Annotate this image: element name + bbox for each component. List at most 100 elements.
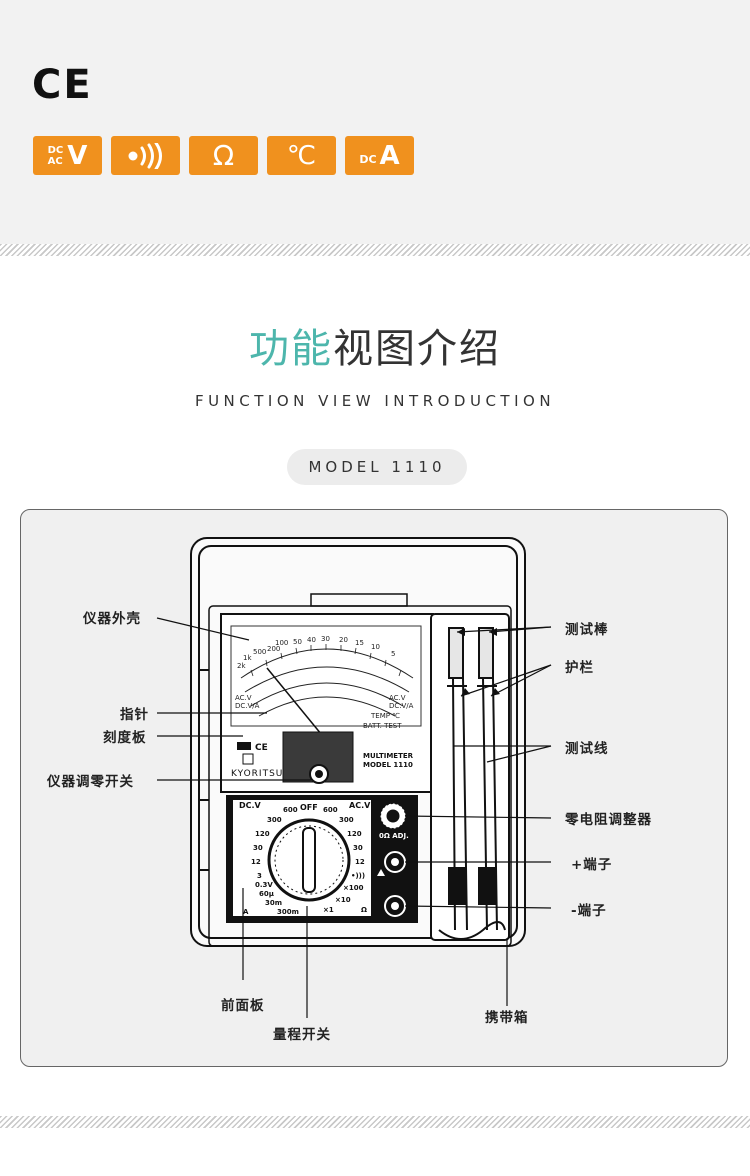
zero-ohm-label: 0Ω ADJ. [379,832,409,840]
ce-small-mark: CE [255,743,268,753]
range-left-60u: 60μ [259,890,274,898]
callout-test-lead: 测试线 [565,741,609,757]
scale-label-200: 200 [267,645,280,653]
kyoritsu-logo-icon [242,753,254,765]
callout-zero-adjust: 仪器调零开关 [47,774,134,790]
continuity-badge [111,136,180,175]
callout-front-panel: 前面板 [221,998,265,1014]
range-right-300: 300 [339,816,354,824]
scale-label-40: 40 [307,636,316,644]
range-left-3: 3 [257,872,262,880]
scale-label-2k: 2k [237,662,246,670]
zero-ohm-knob-center [385,808,401,824]
ac-text: AC [47,155,63,167]
range-right-30: 30 [353,844,363,852]
continuity-icon [128,142,162,169]
title-rest: 视图介绍 [333,326,501,372]
resistance-badge: Ω [189,136,258,175]
dca-label: A [243,908,249,916]
scale-label-500: 500 [253,648,266,656]
temperature-badge: ℃ [267,136,336,175]
zero-adjust-screw-center [315,770,323,778]
section-title: 功能视图介绍 [0,316,750,374]
off-label: OFF [300,803,318,812]
diagram-panel: 50 40 30 20 15 10 5 2k 1k 500 200 100 AC… [20,509,728,1067]
temp-scale-label: TEMP ℃ [370,712,400,720]
callout-minus-terminal: -端子 [571,903,607,919]
brand-name: KYORITSU [231,769,283,779]
scale-label-5: 5 [391,650,395,658]
acv-scale-label-right: AC.V [389,694,406,702]
function-badges: DC AC V Ω ℃ DC A [33,136,414,175]
scale-label-15: 15 [355,639,364,647]
range-left-30: 30 [253,844,263,852]
range-right-120: 120 [347,830,362,838]
callout-pointer: 指针 [120,707,149,723]
callout-carry-case: 携带箱 [485,1010,529,1026]
multimeter-diagram: 50 40 30 20 15 10 5 2k 1k 500 200 100 AC… [190,537,526,947]
left-range-labels: 600 300 120 30 12 3 0.3V 60μ 30m 300m A [243,806,299,916]
hatch-divider-bottom [0,1116,750,1128]
range-right-x10: ×10 [335,896,351,904]
model-pill: MODEL 1110 [287,449,467,485]
ampere-symbol: A [379,140,400,171]
range-left-300m: 300m [277,908,299,916]
dcac-subscript: DC AC [48,145,64,167]
scale-label-10: 10 [371,643,380,651]
model-name-line1: MULTIMETER [363,752,414,760]
dc-current-badge: DC A [345,136,414,175]
callout-case: 仪器外壳 [83,611,141,627]
range-right-continuity: •))) [351,872,365,880]
callout-zero-ohm: 零电阻调整器 [565,812,652,828]
hatch-divider-top [0,244,750,256]
celsius-symbol: ℃ [286,140,317,171]
callout-scale-plate: 刻度板 [103,730,147,746]
scale-label-1k: 1k [243,654,252,662]
callout-test-probe: 测试棒 [565,622,609,638]
scale-label-20: 20 [339,636,348,644]
dc-text: DC [47,144,64,156]
range-left-30m: 30m [265,899,282,907]
minus-terminal-hole [391,902,399,910]
scale-label-30: 30 [321,635,330,643]
range-right-600: 600 [323,806,338,814]
scale-label-100: 100 [275,639,288,647]
warning-triangle-icon [377,869,385,876]
right-range-labels: 600 300 120 30 12 •))) ×100 ×10 ×1 Ω [323,806,367,914]
dial-knob [302,827,316,893]
batt-test-label: BATT. TEST [363,722,402,730]
certification-banner: CE DC AC V Ω ℃ DC A [0,0,750,244]
meter-pointer [266,667,327,741]
acv-label: AC.V [349,801,371,810]
plus-terminal-hole [391,858,399,866]
scale-plate-illustration [230,625,422,727]
range-right-12: 12 [355,858,365,866]
callout-plus-terminal: +端子 [571,857,613,873]
ohm-symbol: Ω [212,139,235,172]
dcva-scale-label-left: DC.V/A [235,702,260,710]
dc-text: DC [359,153,377,166]
range-left-0-3v: 0.3V [255,881,273,889]
scale-label-50: 50 [293,638,302,646]
dial-grip [274,825,344,895]
title-accent: 功能 [249,326,333,372]
model-name-line2: MODEL 1110 [363,761,413,769]
range-right-x100: ×100 [343,884,364,892]
ce-mark: CE [32,62,93,108]
scale-arcs [240,648,414,717]
range-left-300: 300 [267,816,282,824]
callout-range-switch: 量程开关 [273,1027,331,1043]
scale-numbers: 50 40 30 20 15 10 5 2k 1k 500 200 100 AC… [235,635,414,730]
section-subtitle: FUNCTION VIEW INTRODUCTION [194,392,556,410]
acv-scale-label: AC.V [235,694,252,702]
ohm-label: Ω [361,906,367,914]
range-right-x1: ×1 [323,906,334,914]
range-left-120: 120 [255,830,270,838]
voltage-symbol: V [67,140,88,171]
scale-ticks [250,644,402,677]
dcva-scale-label-right: DC.V/A [389,702,414,710]
range-left-600: 600 [283,806,298,814]
dcv-label: DC.V [239,801,262,810]
brand-logo-icon [237,742,251,750]
callout-lines [156,617,552,1018]
